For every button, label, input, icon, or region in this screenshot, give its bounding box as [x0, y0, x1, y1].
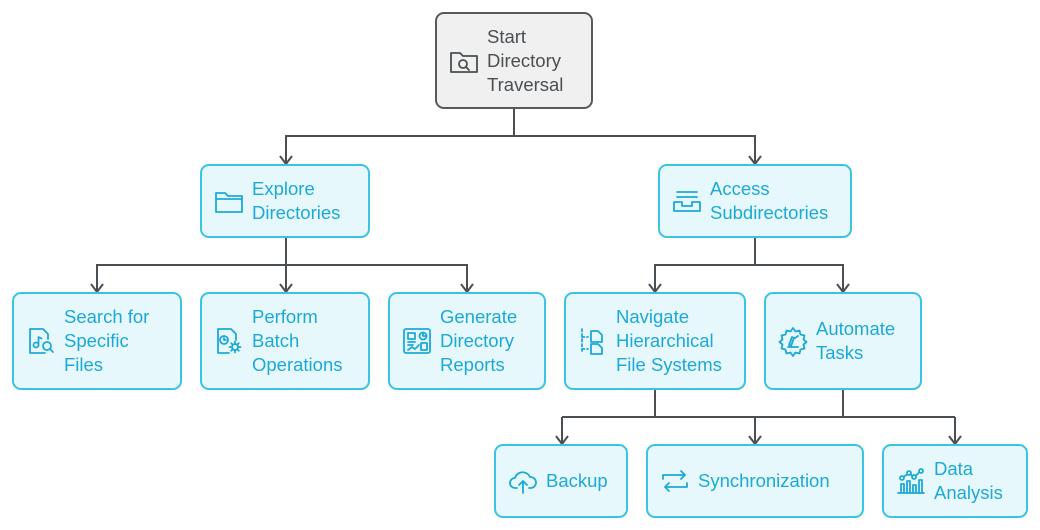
node-label: Search for Specific Files	[64, 306, 150, 375]
node-navigate-hierarchical-file-systems: Navigate Hierarchical File Systems	[564, 292, 746, 390]
node-automate-tasks: Automate Tasks	[764, 292, 922, 390]
node-generate-directory-reports: Generate Directory Reports	[388, 292, 546, 390]
file-search-icon	[24, 324, 58, 358]
node-label: Explore Directories	[252, 178, 341, 223]
sync-icon	[658, 464, 692, 498]
node-start-directory-traversal: Start Directory Traversal	[435, 12, 593, 109]
node-label: Start Directory Traversal	[487, 25, 564, 95]
connector-access-to-children	[654, 237, 844, 292]
node-label: Access Subdirectories	[710, 178, 829, 223]
node-label: Perform Batch Operations	[252, 306, 343, 375]
node-label: Automate Tasks	[816, 318, 896, 363]
connector-explore-to-children	[96, 237, 468, 292]
node-access-subdirectories: Access Subdirectories	[658, 164, 852, 238]
node-label: Backup	[546, 470, 608, 491]
file-gear-icon	[212, 324, 246, 358]
node-data-analysis: Data Analysis	[882, 444, 1028, 518]
cloud-upload-icon	[506, 464, 540, 498]
gear-icon	[776, 324, 810, 358]
node-label: Generate Directory Reports	[440, 306, 518, 375]
node-label: Navigate Hierarchical File Systems	[616, 306, 722, 375]
node-backup: Backup	[494, 444, 628, 518]
node-explore-directories: Explore Directories	[200, 164, 370, 238]
connector-root-to-children	[285, 108, 756, 164]
node-label: Synchronization	[698, 470, 830, 491]
dashboard-icon	[400, 324, 434, 358]
chart-icon	[894, 464, 928, 498]
node-perform-batch-operations: Perform Batch Operations	[200, 292, 370, 390]
node-synchronization: Synchronization	[646, 444, 864, 518]
node-search-specific-files: Search for Specific Files	[12, 292, 182, 390]
tray-icon	[670, 184, 704, 218]
hierarchy-icon	[576, 324, 610, 358]
folder-search-icon	[447, 44, 481, 78]
connector-to-level3	[561, 389, 956, 444]
node-label: Data Analysis	[934, 458, 1003, 503]
folder-icon	[212, 184, 246, 218]
